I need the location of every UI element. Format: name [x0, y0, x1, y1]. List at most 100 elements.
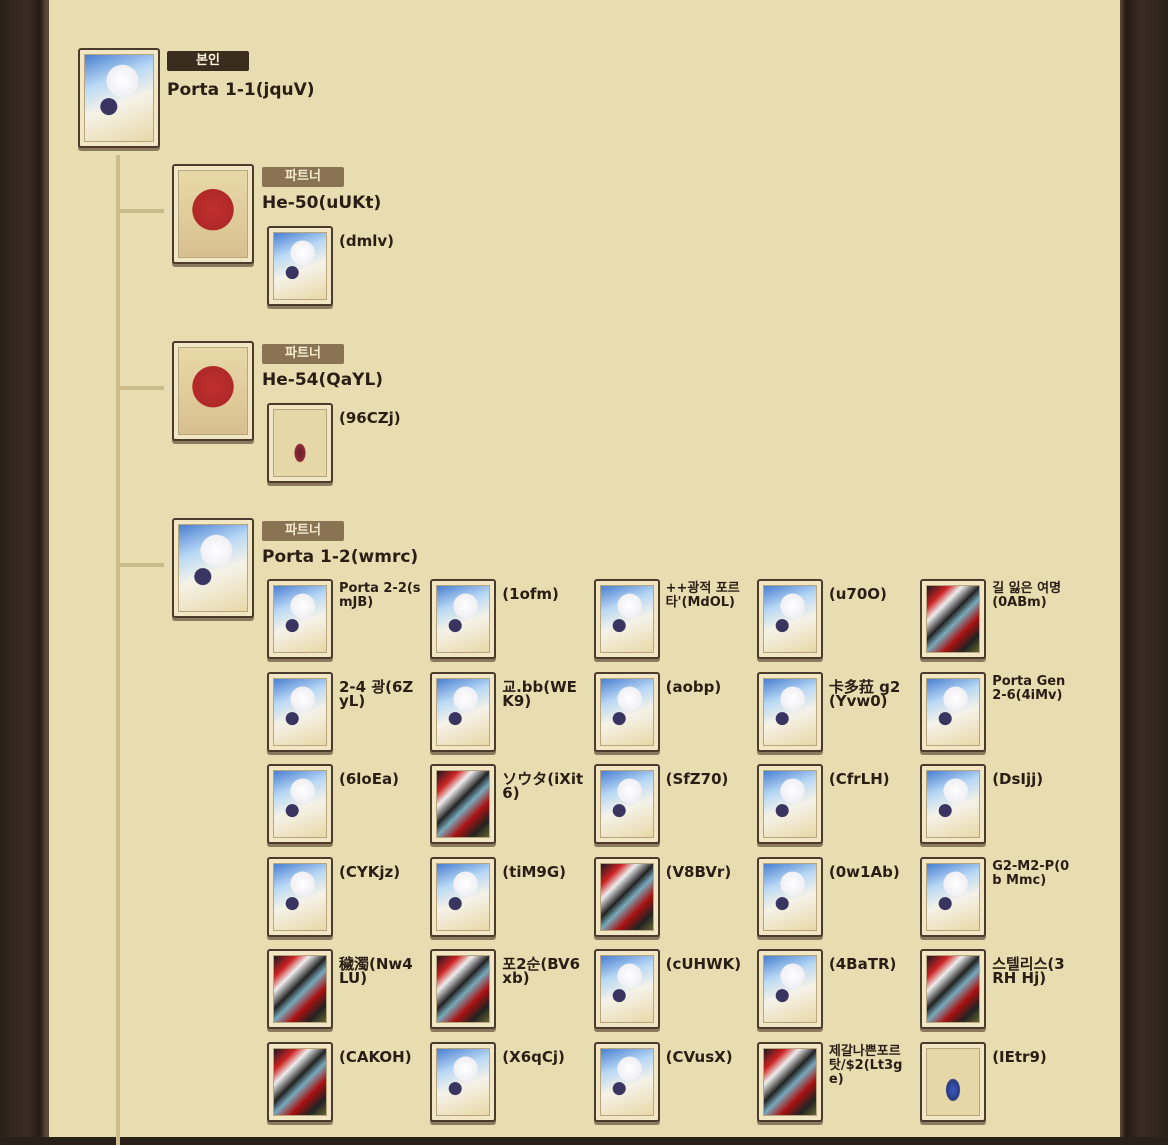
- child-avatar-card[interactable]: [756, 949, 823, 1030]
- child-avatar: [762, 677, 817, 746]
- child-avatar: [273, 232, 327, 300]
- child-avatar-card[interactable]: [920, 856, 987, 937]
- child-avatar-card[interactable]: [756, 856, 823, 937]
- partner-avatar: [178, 347, 248, 435]
- partner-avatar-card[interactable]: [172, 341, 254, 441]
- partner-badge: 파트너: [262, 167, 344, 187]
- child-avatar: [436, 585, 491, 653]
- child-avatar-card[interactable]: [756, 764, 823, 845]
- partner-avatar: [178, 524, 248, 612]
- child-name: (4BaTR): [828, 955, 897, 974]
- child-avatar: [599, 770, 654, 839]
- child-name: Porta 2-2(smJB): [339, 581, 421, 610]
- child-name: (6loEa): [339, 770, 399, 789]
- child-avatar: [273, 955, 327, 1024]
- child-avatar-card[interactable]: [756, 579, 823, 659]
- partner-badge: 파트너: [262, 521, 344, 541]
- child-avatar: [926, 955, 981, 1024]
- child-avatar-card[interactable]: [267, 671, 333, 752]
- child-avatar-card[interactable]: [593, 671, 660, 752]
- child-name: (DsIjj): [992, 770, 1044, 789]
- child-avatar-card[interactable]: [267, 1042, 333, 1122]
- child-avatar-card[interactable]: [593, 579, 660, 659]
- child-name: (CfrLH): [828, 770, 890, 789]
- child-avatar-card[interactable]: [430, 856, 497, 937]
- child-avatar-card[interactable]: [430, 1042, 497, 1122]
- child-name: (CAKOH): [339, 1048, 412, 1066]
- left-frame: [0, 0, 49, 1137]
- child-avatar-card[interactable]: [920, 671, 987, 752]
- child-avatar-card[interactable]: [593, 856, 660, 937]
- child-avatar-card[interactable]: [430, 671, 497, 752]
- child-name: ソウタ(iXit6): [502, 770, 584, 803]
- child-name: 길 잃은 여명(0ABm): [992, 581, 1062, 610]
- child-avatar: [762, 770, 817, 839]
- child-avatar-card[interactable]: [920, 764, 987, 845]
- child-avatar: [926, 677, 981, 746]
- child-name: (0w1Ab): [828, 862, 900, 881]
- child-avatar-card[interactable]: [267, 949, 333, 1030]
- child-avatar-card[interactable]: [430, 949, 497, 1030]
- child-avatar: [273, 770, 327, 839]
- child-avatar: [926, 862, 981, 931]
- child-avatar-card[interactable]: [267, 403, 333, 483]
- child-name: (CVusX): [665, 1048, 733, 1066]
- child-avatar: [599, 585, 654, 653]
- child-name: (IEtr9): [992, 1048, 1047, 1066]
- tree-branch: [118, 386, 164, 390]
- child-avatar-card[interactable]: [267, 764, 333, 845]
- child-avatar-card[interactable]: [430, 764, 497, 845]
- child-avatar: [762, 585, 817, 653]
- child-avatar-card[interactable]: [430, 579, 497, 659]
- child-avatar-card[interactable]: [756, 671, 823, 752]
- child-avatar-card[interactable]: [593, 1042, 660, 1122]
- child-name: (X6qCj): [502, 1048, 565, 1066]
- partner-name: Porta 1-2(wmrc): [262, 547, 419, 567]
- root-avatar-card[interactable]: [78, 48, 160, 148]
- child-name: 스텔리스(3RH Hj): [992, 955, 1065, 988]
- child-avatar: [926, 1048, 981, 1116]
- partner-name: He-50(uUKt): [262, 193, 382, 213]
- child-avatar: [599, 677, 654, 746]
- root-name: Porta 1-1(jquV): [167, 80, 315, 100]
- child-avatar: [599, 862, 654, 931]
- child-name: 2-4 광(6ZyL): [339, 677, 414, 710]
- child-name: (u70O): [828, 585, 887, 603]
- child-avatar-card[interactable]: [267, 856, 333, 937]
- partner-avatar-card[interactable]: [172, 164, 254, 264]
- child-name: G2-M2-P(0b Mmc): [992, 858, 1070, 888]
- tree-branch: [118, 563, 164, 567]
- child-name: (CYKjz): [339, 862, 401, 881]
- right-frame: [1120, 0, 1168, 1137]
- child-avatar-card[interactable]: [756, 1042, 823, 1122]
- child-avatar-card[interactable]: [920, 1042, 987, 1122]
- child-avatar: [926, 585, 981, 653]
- child-name: (1ofm): [502, 585, 559, 603]
- child-name: Porta Gen 2-6(4iMv): [992, 673, 1066, 703]
- partner-avatar-card[interactable]: [172, 518, 254, 618]
- child-avatar-card[interactable]: [593, 949, 660, 1030]
- child-name: 穢濁(Nw4LU): [339, 955, 413, 988]
- child-name: (dmlv): [339, 232, 394, 250]
- child-name: (96CZj): [339, 409, 401, 427]
- child-avatar: [599, 955, 654, 1024]
- child-avatar: [273, 585, 327, 653]
- child-name: 제갈나쁜포르 탓/$2(Lt3ge): [828, 1044, 903, 1087]
- child-avatar: [762, 955, 817, 1024]
- child-avatar-card[interactable]: [920, 579, 987, 659]
- partner-avatar: [178, 170, 248, 258]
- child-avatar: [436, 677, 491, 746]
- child-avatar-card[interactable]: [267, 579, 333, 659]
- child-avatar-card[interactable]: [267, 226, 333, 306]
- child-avatar-card[interactable]: [920, 949, 987, 1030]
- child-avatar: [436, 770, 491, 839]
- child-avatar: [599, 1048, 654, 1116]
- child-name: (aobp): [665, 677, 722, 696]
- tree-line: [116, 155, 120, 1145]
- child-avatar: [436, 1048, 491, 1116]
- child-avatar: [273, 677, 327, 746]
- partner-badge: 파트너: [262, 344, 344, 364]
- child-avatar-card[interactable]: [593, 764, 660, 845]
- child-name: (SfZ70): [665, 770, 729, 789]
- child-name: 卡多菈 g2(Yvw0): [828, 677, 901, 710]
